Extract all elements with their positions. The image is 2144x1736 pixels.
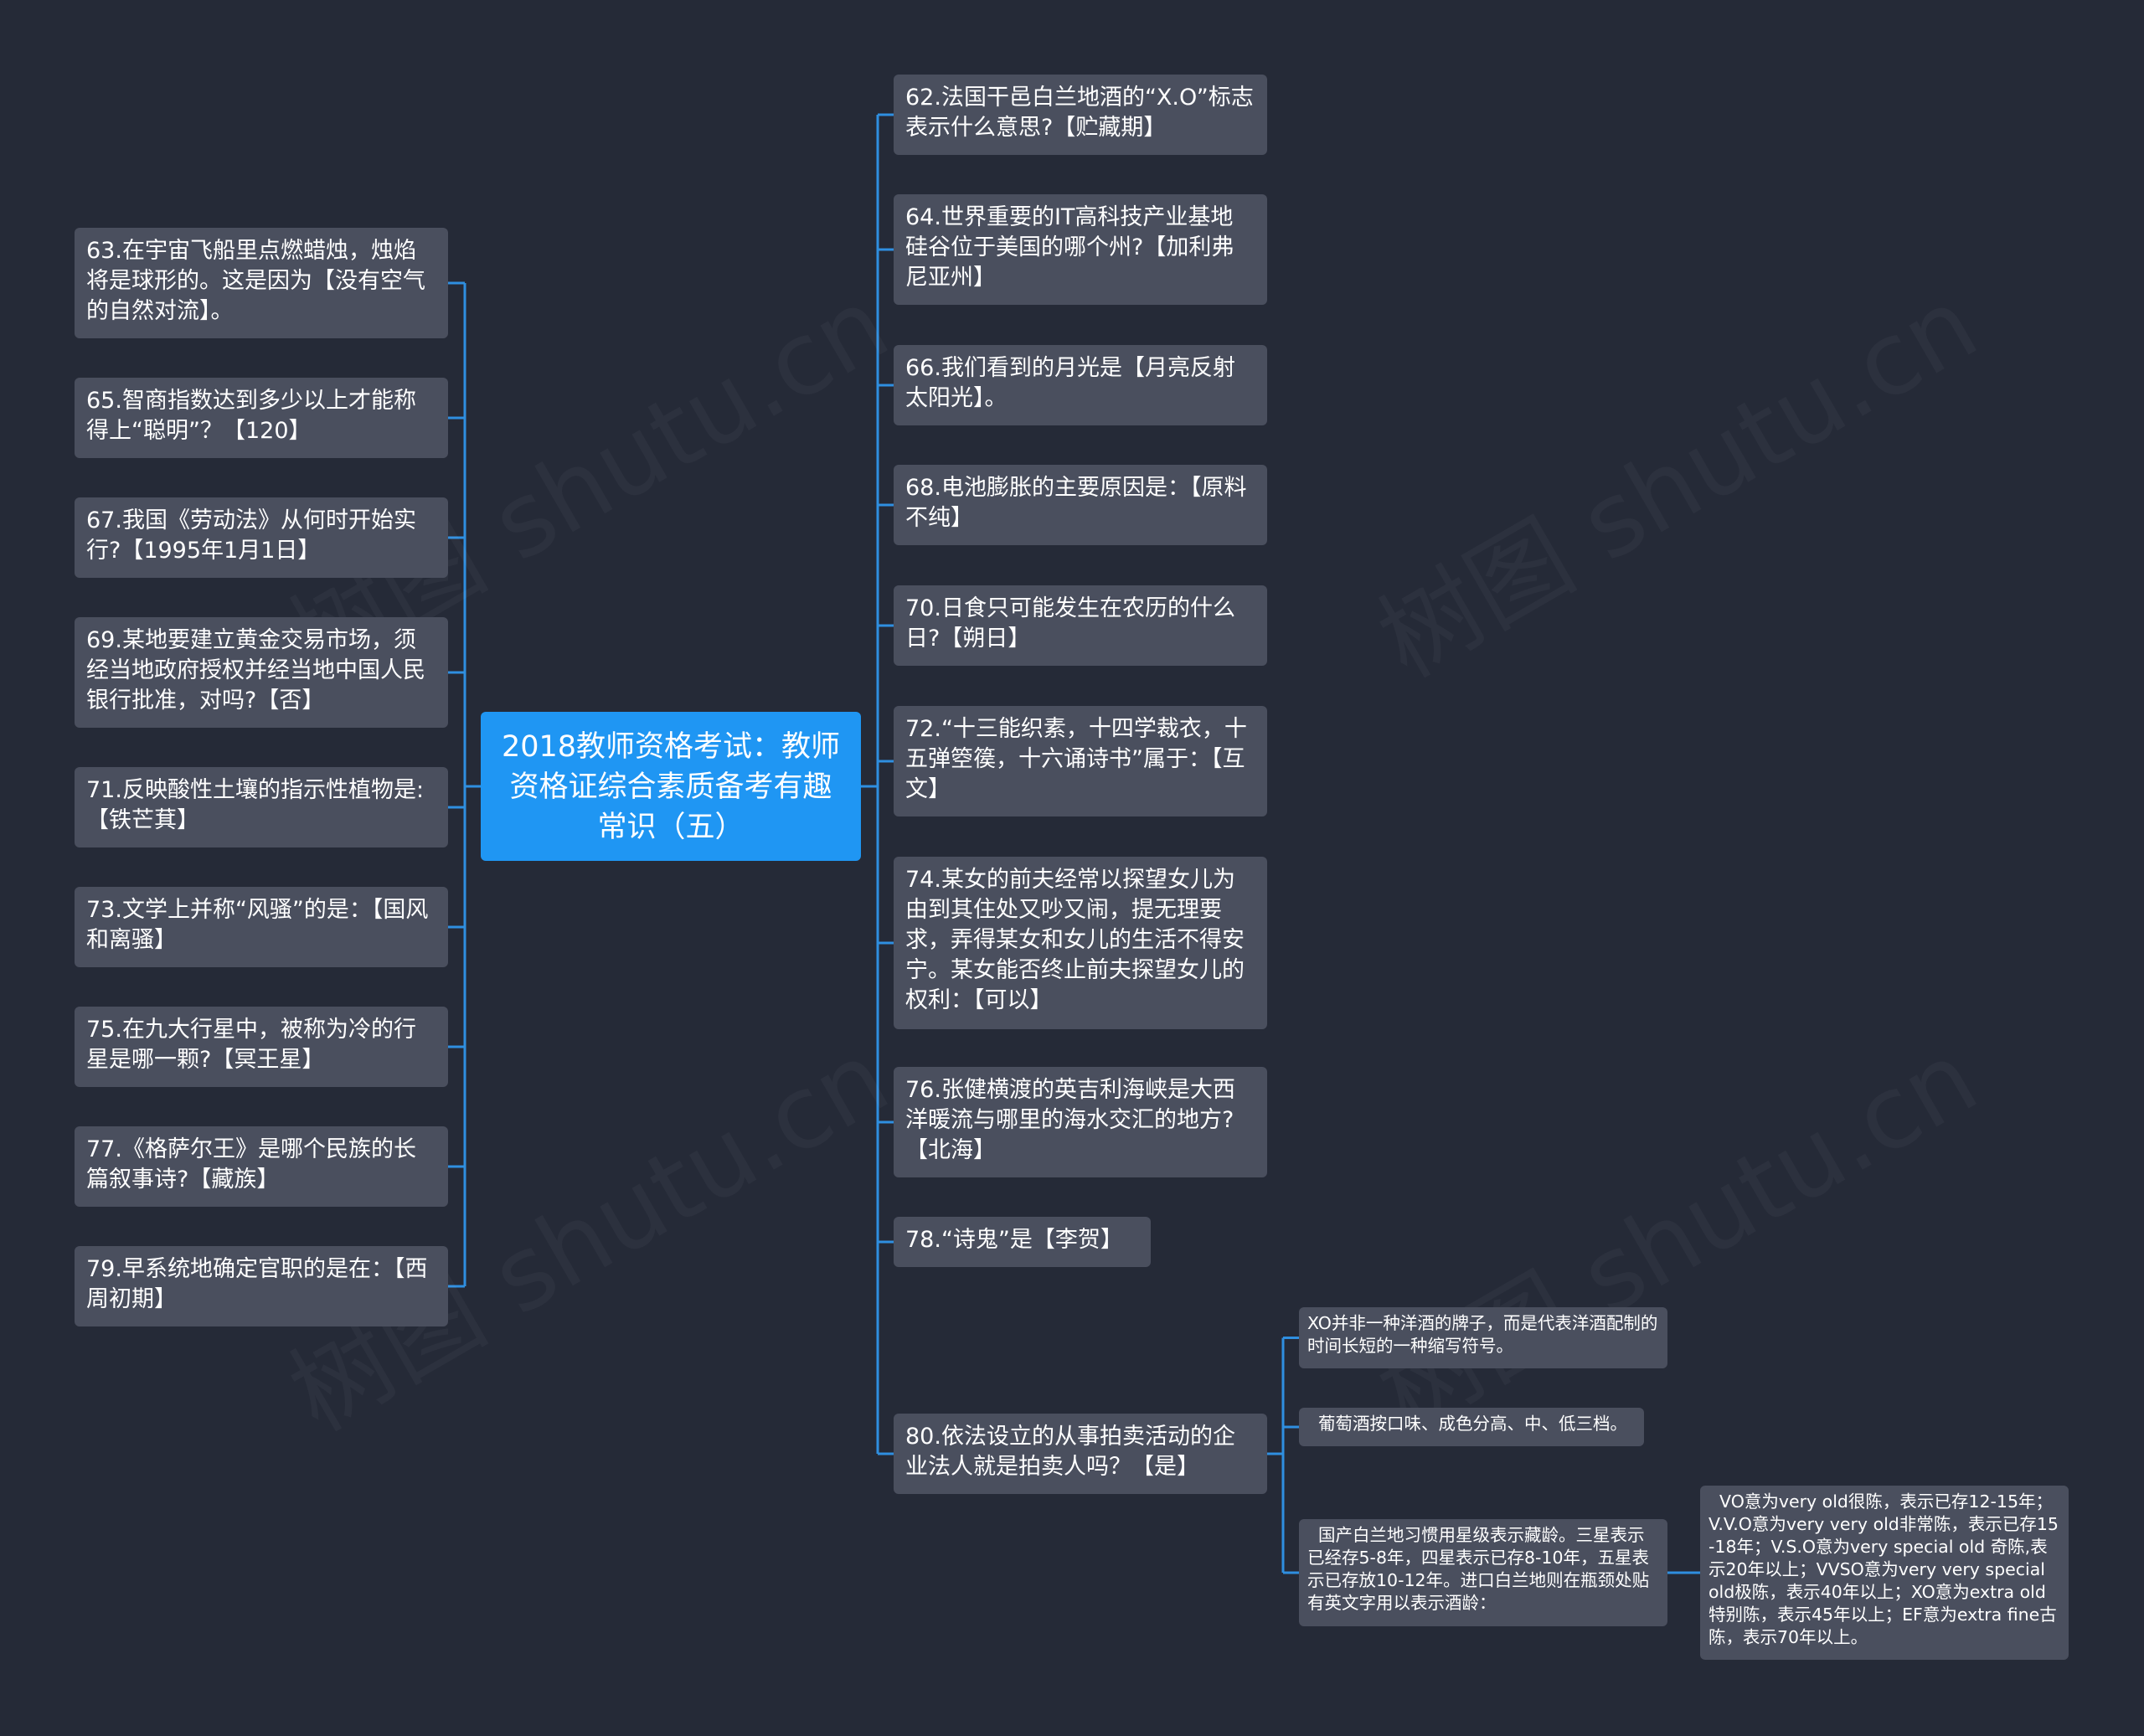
topic-63[interactable]: 63.在宇宙飞船里点燃蜡烛，烛焰将是球形的。这是因为【没有空气的自然对流】。 bbox=[75, 228, 448, 338]
root-topic[interactable]: 2018教师资格考试：教师资格证综合素质备考有趣常识（五） bbox=[481, 712, 861, 861]
topic-64[interactable]: 64.世界重要的IT高科技产业基地硅谷位于美国的哪个州?【加利弗尼亚州】 bbox=[894, 194, 1267, 305]
subtopic-brandy[interactable]: 国产白兰地习惯用星级表示藏龄。三星表示已经存5-8年，四星表示已存8-10年，五… bbox=[1299, 1519, 1667, 1626]
topic-66[interactable]: 66.我们看到的月光是【月亮反射太阳光】。 bbox=[894, 345, 1267, 425]
topic-68[interactable]: 68.电池膨胀的主要原因是：【原料不纯】 bbox=[894, 465, 1267, 545]
topic-70[interactable]: 70.日食只可能发生在农历的什么日?【朔日】 bbox=[894, 585, 1267, 666]
topic-77[interactable]: 77.《格萨尔王》是哪个民族的长篇叙事诗?【藏族】 bbox=[75, 1126, 448, 1207]
topic-65[interactable]: 65.智商指数达到多少以上才能称得上“聪明”？【120】 bbox=[75, 378, 448, 458]
topic-78[interactable]: 78.“诗鬼”是【李贺】 bbox=[894, 1217, 1151, 1267]
topic-72[interactable]: 72.“十三能织素，十四学裁衣，十五弹箜篌，十六诵诗书”属于：【互文】 bbox=[894, 706, 1267, 816]
topic-67[interactable]: 67.我国《劳动法》从何时开始实行?【1995年1月1日】 bbox=[75, 497, 448, 578]
topic-76[interactable]: 76.张健横渡的英吉利海峡是大西洋暖流与哪里的海水交汇的地方?【北海】 bbox=[894, 1067, 1267, 1177]
topic-71[interactable]: 71.反映酸性土壤的指示性植物是:【铁芒萁】 bbox=[75, 767, 448, 847]
topic-79[interactable]: 79.早系统地确定官职的是在：【西周初期】 bbox=[75, 1246, 448, 1326]
subtopic-brandy-grades[interactable]: VO意为very old很陈，表示已存12-15年；V.V.O意为very ve… bbox=[1700, 1486, 2069, 1660]
topic-69[interactable]: 69.某地要建立黄金交易市场，须经当地政府授权并经当地中国人民银行批准，对吗?【… bbox=[75, 617, 448, 728]
subtopic-xo[interactable]: XO并非一种洋酒的牌子，而是代表洋酒配制的时间长短的一种缩写符号。 bbox=[1299, 1307, 1667, 1368]
subtopic-wine[interactable]: 葡萄酒按口味、成色分高、中、低三档。 bbox=[1299, 1408, 1644, 1446]
topic-74[interactable]: 74.某女的前夫经常以探望女儿为由到其住处又吵又闹，提无理要求，弄得某女和女儿的… bbox=[894, 857, 1267, 1029]
topic-75[interactable]: 75.在九大行星中，被称为冷的行星是哪一颗?【冥王星】 bbox=[75, 1007, 448, 1087]
topic-73[interactable]: 73.文学上并称“风骚”的是：【国风和离骚】 bbox=[75, 887, 448, 967]
topic-62[interactable]: 62.法国干邑白兰地酒的“X.O”标志表示什么意思?【贮藏期】 bbox=[894, 75, 1267, 155]
topic-80[interactable]: 80.依法设立的从事拍卖活动的企业法人就是拍卖人吗？【是】 bbox=[894, 1414, 1267, 1494]
